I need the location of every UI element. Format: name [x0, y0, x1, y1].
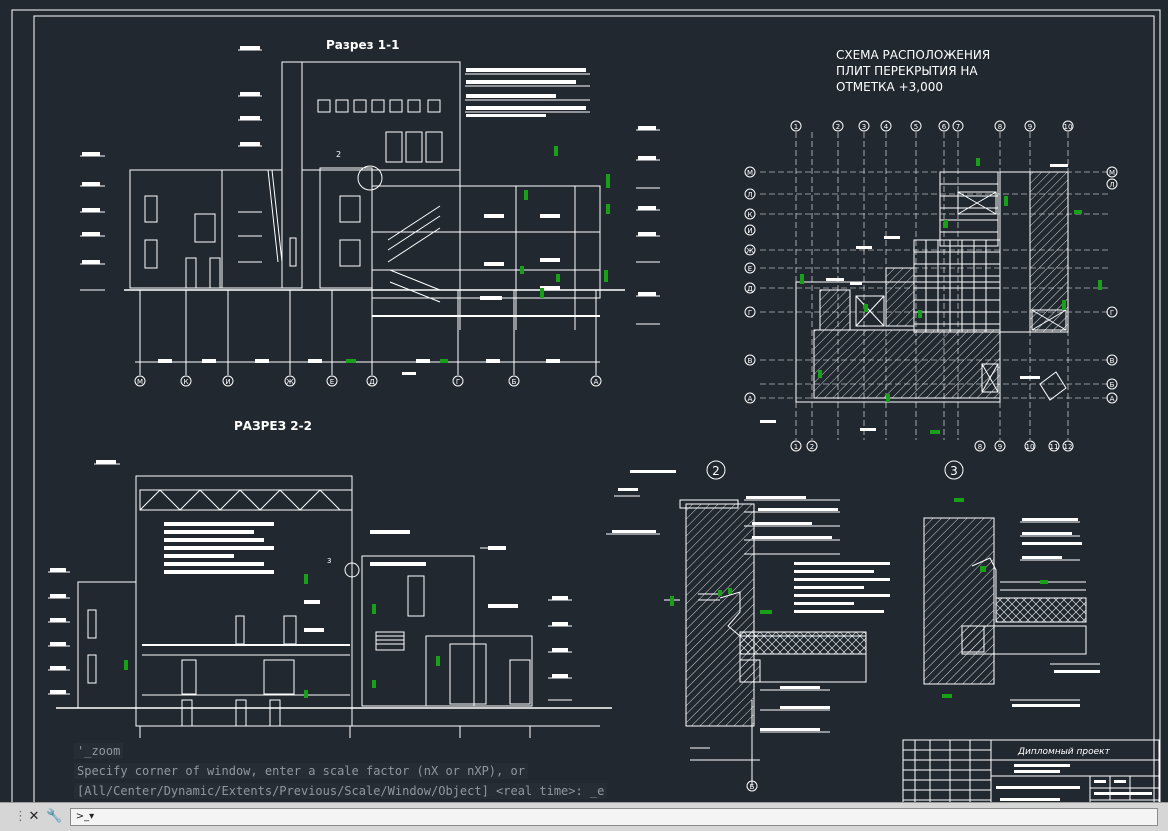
section-1-title: Разрез 1-1 — [326, 38, 399, 52]
command-history-line-3: [All/Center/Dynamic/Extents/Previous/Sca… — [74, 783, 608, 799]
svg-text:10: 10 — [1064, 123, 1073, 131]
svg-text:М: М — [747, 169, 753, 177]
section1-green-markers — [346, 146, 610, 363]
close-icon[interactable]: ✕ — [28, 809, 40, 824]
drawing-frame — [33, 15, 1155, 817]
svg-text:К: К — [748, 211, 753, 219]
svg-text:Д: Д — [369, 378, 375, 386]
svg-text:11: 11 — [1050, 443, 1059, 451]
svg-text:И: И — [225, 378, 230, 386]
section-1-1: Разрез 1-1 2 — [80, 38, 660, 375]
svg-text:8: 8 — [998, 123, 1002, 131]
plan-left-axis-bubbles: М Л К И Ж Е Д Г В А — [744, 166, 756, 404]
svg-text:3: 3 — [327, 557, 331, 565]
svg-text:Л: Л — [1109, 181, 1114, 189]
plan-bottom-axis-bubbles: 1 2 8 9 10 11 12 — [790, 440, 1074, 452]
svg-text:1: 1 — [794, 123, 798, 131]
svg-text:Д: Д — [747, 285, 753, 293]
svg-text:Б: Б — [512, 378, 517, 386]
command-line-bar: ⋮ ✕ 🔧 >_▾ — [0, 802, 1168, 831]
svg-text:1: 1 — [794, 443, 798, 451]
detail-3-marker: 3 — [950, 464, 958, 478]
svg-text:Г: Г — [748, 309, 752, 317]
svg-text:М: М — [1109, 169, 1115, 177]
detail-2: 2 Б — [606, 460, 867, 792]
svg-text:12: 12 — [1064, 443, 1073, 451]
title-block-text: Дипломный проект — [1017, 747, 1111, 757]
plan-notes — [760, 164, 1068, 431]
section-2-2: РАЗРЕЗ 2-2 3 — [48, 419, 612, 738]
svg-text:В: В — [1110, 357, 1115, 365]
wrench-icon[interactable]: 🔧 — [46, 809, 63, 824]
plan-green-markers — [800, 158, 1102, 434]
svg-text:Ж: Ж — [286, 378, 294, 386]
detail2-green-markers — [670, 588, 772, 614]
command-line-field[interactable]: >_▾ — [70, 808, 1158, 826]
svg-text:6: 6 — [942, 123, 947, 131]
svg-text:8: 8 — [978, 443, 982, 451]
command-history-line-1: '_zoom — [74, 743, 124, 759]
svg-text:Б: Б — [750, 783, 755, 791]
svg-text:2: 2 — [336, 150, 341, 159]
section-2-title: РАЗРЕЗ 2-2 — [234, 419, 312, 433]
svg-text:10: 10 — [1026, 443, 1035, 451]
svg-text:Л: Л — [747, 191, 752, 199]
section2-notes — [50, 460, 568, 694]
svg-text:4: 4 — [884, 123, 889, 131]
svg-text:А: А — [594, 378, 599, 386]
plan-title-line-2: ПЛИТ ПЕРЕКРЫТИЯ НА — [836, 64, 978, 78]
plan-right-axis-bubbles: М Л Г В Б А — [1106, 166, 1118, 404]
command-history-line-2: Specify corner of window, enter a scale … — [74, 763, 528, 779]
svg-text:2: 2 — [836, 123, 840, 131]
command-prompt-icon[interactable]: >_▾ — [75, 811, 95, 822]
svg-text:И: И — [747, 227, 752, 235]
plan-title-line-3: ОТМЕТКА +3,000 — [836, 80, 943, 94]
svg-text:А: А — [1110, 395, 1115, 403]
svg-text:Е: Е — [330, 378, 334, 386]
plan-top-axis-bubbles: 1 2 3 4 5 6 7 8 9 10 — [790, 120, 1074, 132]
detail-3: 3 — [923, 460, 1100, 701]
svg-text:Е: Е — [748, 265, 752, 273]
detail2-notes — [612, 470, 890, 731]
svg-text:Ж: Ж — [746, 247, 754, 255]
detail3-green-markers — [942, 498, 1048, 698]
svg-text:3: 3 — [862, 123, 866, 131]
svg-text:9: 9 — [998, 443, 1002, 451]
detail-2-marker: 2 — [712, 464, 720, 478]
svg-text:Г: Г — [1110, 309, 1114, 317]
section2-green-markers — [124, 574, 440, 698]
floor-slab-plan: СХЕМА РАСПОЛОЖЕНИЯ ПЛИТ ПЕРЕКРЫТИЯ НА ОТ… — [760, 48, 1108, 440]
svg-text:9: 9 — [1028, 123, 1032, 131]
svg-text:Г: Г — [456, 378, 460, 386]
svg-text:В: В — [748, 357, 753, 365]
svg-text:2: 2 — [810, 443, 814, 451]
svg-text:5: 5 — [914, 123, 918, 131]
svg-text:А: А — [748, 395, 753, 403]
grip-icon[interactable]: ⋮ — [14, 809, 27, 824]
svg-text:К: К — [184, 378, 189, 386]
section1-axis-bubbles: М К И Ж Е Д Г Б А — [134, 375, 602, 387]
plan-title-line-1: СХЕМА РАСПОЛОЖЕНИЯ — [836, 48, 990, 62]
section1-notes — [82, 46, 656, 375]
svg-text:М: М — [137, 378, 143, 386]
detail3-notes — [1012, 518, 1100, 707]
command-input[interactable] — [99, 809, 1149, 825]
svg-text:7: 7 — [956, 123, 960, 131]
svg-text:Б: Б — [1110, 381, 1115, 389]
